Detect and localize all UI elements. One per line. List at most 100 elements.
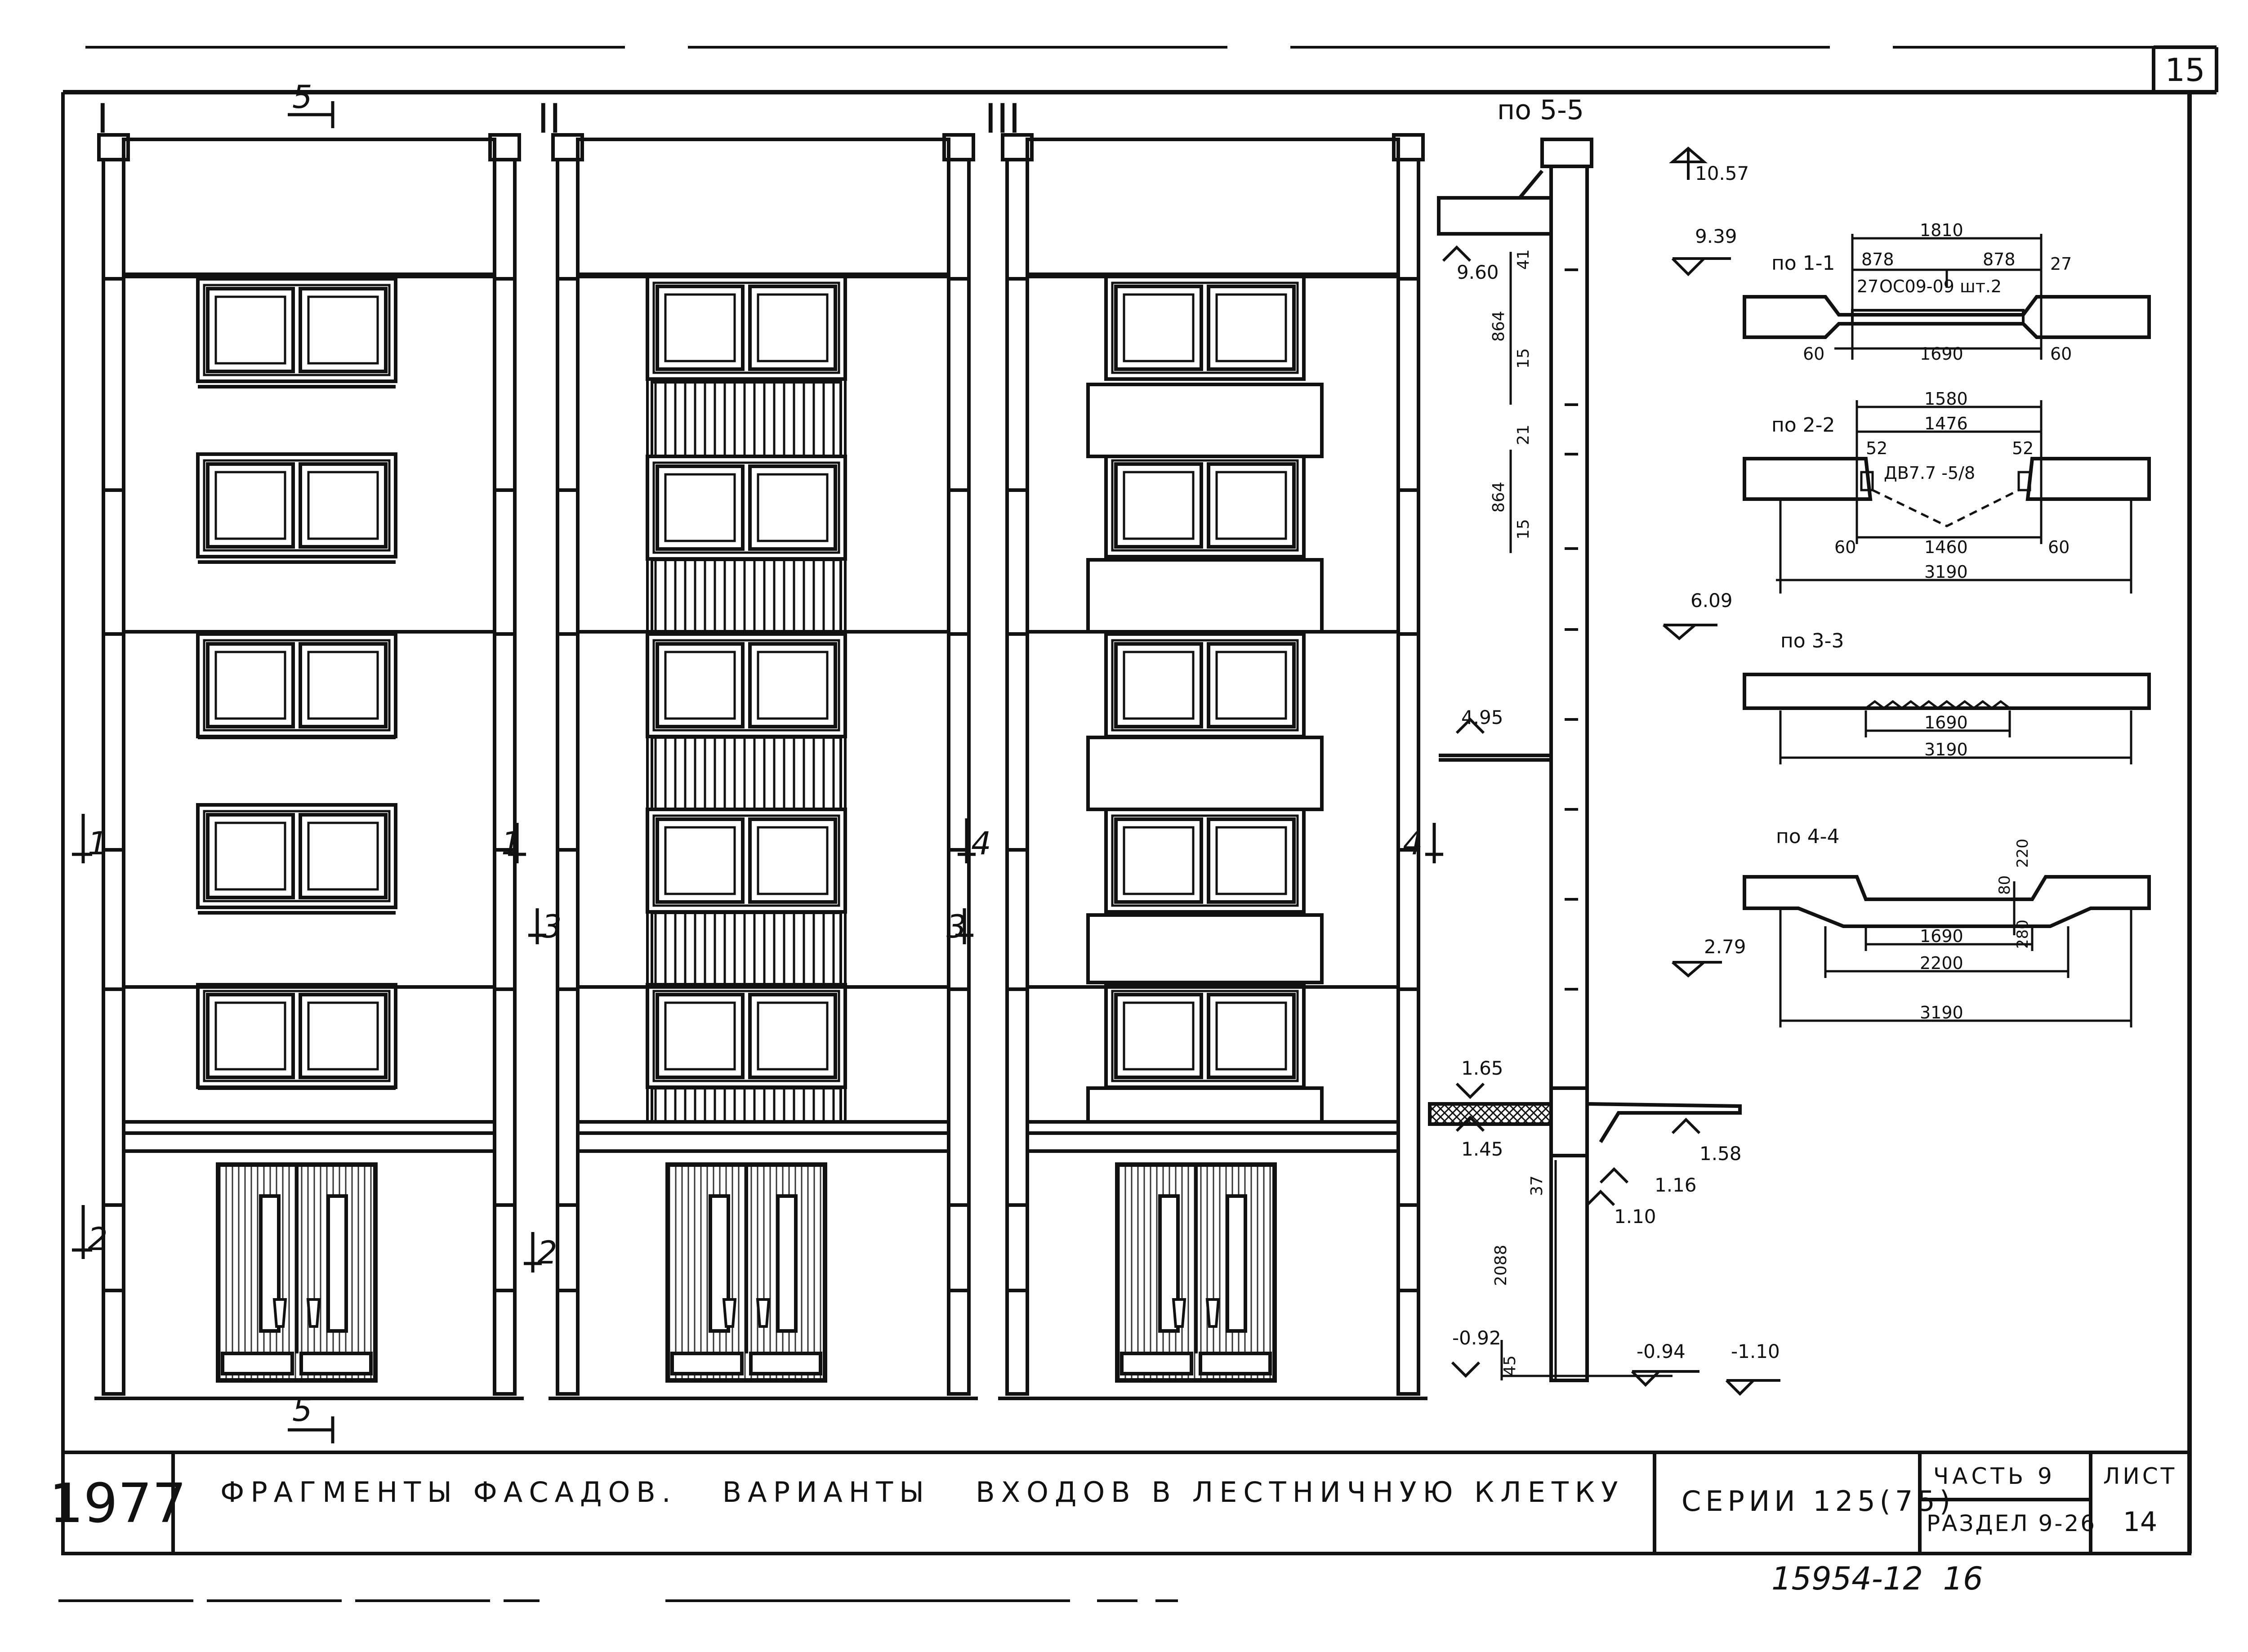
dim-864-upper: 864 — [1490, 311, 1508, 342]
dim-1580: 1580 — [1924, 389, 1968, 409]
cut-3-mid: 3 — [946, 908, 967, 945]
facade-1-windows — [198, 279, 396, 1087]
section-2-2: по 2-2 — [1743, 400, 2151, 594]
facade-2-label: II — [537, 95, 561, 143]
facade-2-door — [668, 1165, 825, 1380]
section-2-2-title: по 2-2 — [1771, 414, 1835, 437]
dim-60-left-s22: 60 — [1834, 537, 1856, 557]
dim-60-right-s22: 60 — [2048, 537, 2070, 557]
dim-37: 37 — [1528, 1175, 1546, 1196]
dim-52-right: 52 — [2012, 438, 2034, 458]
note-dv77: ДВ7.7 -5/8 — [1884, 463, 1975, 483]
level-4-95: 4.95 — [1461, 706, 1503, 728]
dim-27-left: 27 — [1857, 277, 1878, 296]
level-minus-0-92: -0.92 — [1452, 1327, 1501, 1349]
facade-1 — [94, 135, 524, 1398]
section-1-1-dims: 1810 878 878 27 27 ОС09-09 шт.2 1690 60 … — [1803, 220, 2072, 364]
dim-280: 280 — [2014, 920, 2032, 949]
dim-220: 220 — [2014, 839, 2032, 868]
level-labels: 10.57 9.39 9.60 6.09 4.95 2.79 1.65 1.45… — [1452, 162, 1780, 1362]
level-minus-1-10: -1.10 — [1731, 1340, 1780, 1362]
dim-60-left-s11: 60 — [1803, 344, 1824, 364]
title-part: ЧАСТЬ 9 — [1933, 1463, 2056, 1489]
dim-27-right: 27 — [2050, 254, 2072, 274]
sheet-frame — [58, 45, 2218, 1602]
section-2-2-dims: 1580 1476 52 52 ДВ7.7 -5/8 1460 60 60 31… — [1834, 389, 2070, 582]
dim-864-lower: 864 — [1490, 482, 1508, 513]
dim-1460: 1460 — [1924, 537, 1968, 557]
cut-3-left: 3 — [542, 908, 562, 945]
cut-2-mid: 2 — [537, 1234, 558, 1271]
section-4-4: по 4-4 — [1743, 825, 2151, 1027]
facade-2-balcony-screens — [651, 381, 842, 1123]
dim-3190-s44: 3190 — [1920, 1003, 1963, 1022]
level-minus-0-94: -0.94 — [1637, 1340, 1686, 1362]
dim-15-upper: 15 — [1514, 348, 1533, 369]
section-3-3-dims: 1690 3190 — [1924, 713, 1968, 759]
corner-number: 15 — [2165, 52, 2205, 89]
note-os09: ОС09-09 шт.2 — [1879, 277, 2002, 296]
level-1-45: 1.45 — [1461, 1138, 1503, 1160]
dim-45: 45 — [1501, 1355, 1519, 1376]
cut-5-top: 5 — [292, 79, 312, 116]
section-1-1-title: по 1-1 — [1771, 252, 1835, 275]
cut-1-right: 1 — [501, 825, 522, 862]
facade-3 — [998, 135, 1427, 1398]
dim-1690-s33: 1690 — [1924, 713, 1968, 732]
cut-5-bottom: 5 — [292, 1392, 312, 1429]
dim-878-left: 878 — [1861, 250, 1894, 269]
dim-41: 41 — [1514, 249, 1533, 270]
facade-3-balconies — [1086, 383, 1324, 1124]
dim-60-right-s11: 60 — [2050, 344, 2072, 364]
title-series: СЕРИИ 125(75) — [1682, 1485, 1955, 1518]
title-sheet-number: 14 — [2123, 1506, 2157, 1538]
level-1-16: 1.16 — [1655, 1174, 1697, 1196]
cut-1-left: 1 — [88, 825, 108, 862]
level-1-10: 1.10 — [1614, 1206, 1656, 1228]
facade-3-door — [1117, 1165, 1275, 1380]
level-9-39: 9.39 — [1695, 225, 1737, 247]
dim-2200: 2200 — [1920, 953, 1963, 973]
dim-52-left: 52 — [1866, 438, 1887, 458]
dim-2088: 2088 — [1492, 1245, 1510, 1286]
dim-21: 21 — [1514, 424, 1533, 445]
dim-1810: 1810 — [1920, 220, 1963, 240]
title-sheet-label: ЛИСТ — [2103, 1463, 2177, 1489]
cut-mark-labels: 5 5 1 1 3 2 2 4 3 4 — [88, 79, 1423, 1429]
section-3-3-title: по 3-3 — [1780, 630, 1844, 652]
cut-2-left: 2 — [88, 1221, 108, 1258]
section-5-5: по 5-5 — [1428, 94, 1742, 1382]
section-4-4-title: по 4-4 — [1776, 825, 1840, 848]
dim-15-lower: 15 — [1514, 519, 1533, 540]
level-1-65: 1.65 — [1461, 1057, 1503, 1079]
title-main: ФРАГМЕНТЫ ФАСАДОВ. ВАРИАНТЫ ВХОДОВ В ЛЕС… — [220, 1476, 1624, 1509]
title-year: 1977 — [49, 1473, 186, 1535]
section-4-4-dims: 220 80 280 1690 2200 3190 — [1920, 839, 2032, 1022]
dim-1690-s11: 1690 — [1920, 344, 1963, 364]
level-6-09: 6.09 — [1690, 589, 1733, 612]
facade-1-label: I — [97, 95, 109, 143]
level-markers — [1442, 147, 1780, 1396]
level-1-58: 1.58 — [1699, 1143, 1742, 1165]
cut-4-right: 4 — [1403, 825, 1423, 862]
level-10-57: 10.57 — [1695, 162, 1749, 184]
cut-4-left: 4 — [971, 825, 991, 862]
section-3-3: по 3-3 — [1743, 630, 2151, 764]
section-5-5-dims: 864 41 15 864 21 15 37 2088 45 — [1490, 249, 1546, 1376]
dim-878-right: 878 — [1983, 250, 2016, 269]
dim-80: 80 — [1996, 875, 2014, 895]
dim-1690-s44: 1690 — [1920, 926, 1963, 946]
facade-1-door — [218, 1165, 375, 1380]
cut-marks — [72, 101, 1443, 1443]
section-5-5-title: по 5-5 — [1497, 94, 1584, 126]
dim-1476: 1476 — [1924, 414, 1968, 433]
dim-3190-s22: 3190 — [1924, 562, 1968, 582]
facade-2 — [549, 135, 978, 1398]
facade-3-label: III — [985, 95, 1021, 143]
level-9-60: 9.60 — [1457, 261, 1499, 283]
level-2-79: 2.79 — [1704, 936, 1746, 958]
title-section: РАЗДЕЛ 9-26 — [1927, 1510, 2096, 1536]
inventory-number: 15954-12 16 — [1771, 1560, 1983, 1597]
dim-3190-s33: 3190 — [1924, 740, 1968, 759]
